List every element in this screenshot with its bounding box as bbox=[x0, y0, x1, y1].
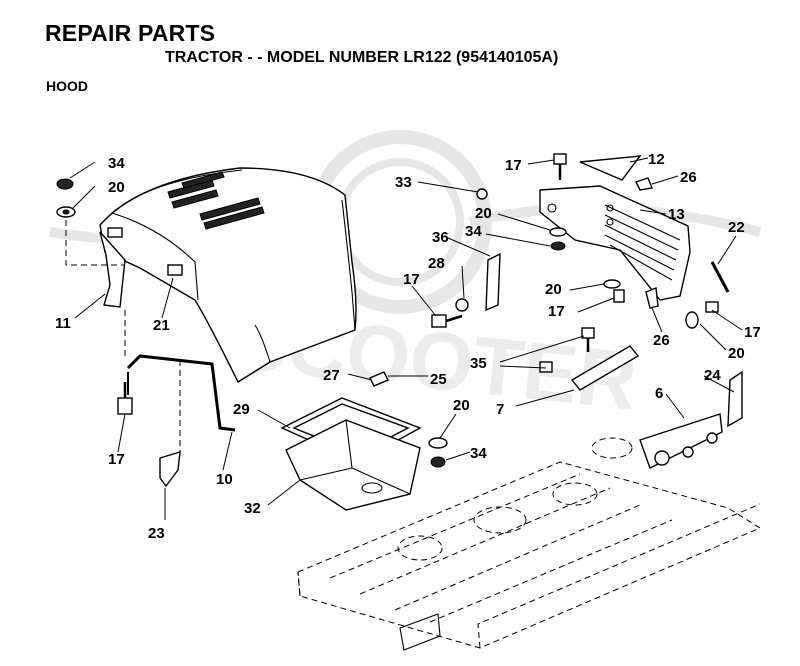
callout-36: 36 bbox=[432, 229, 449, 246]
callout-10: 10 bbox=[216, 471, 233, 488]
callout-33: 33 bbox=[395, 174, 412, 191]
callout-26: 26 bbox=[680, 169, 697, 186]
callout-24: 24 bbox=[704, 367, 721, 384]
callout-17: 17 bbox=[403, 271, 420, 288]
bracket-36 bbox=[485, 252, 501, 312]
nut-28 bbox=[455, 298, 469, 312]
grille-13 bbox=[539, 185, 691, 301]
callout-17: 17 bbox=[108, 451, 125, 468]
callout-21: 21 bbox=[153, 317, 170, 334]
clip-27-25 bbox=[369, 371, 389, 387]
emblem-22 bbox=[710, 261, 730, 293]
bracket-12 bbox=[579, 155, 642, 181]
clip-26-upper bbox=[635, 177, 653, 191]
callout-34: 34 bbox=[108, 155, 125, 172]
callout-35: 35 bbox=[470, 355, 487, 372]
callout-34: 34 bbox=[465, 223, 482, 240]
callout-12: 12 bbox=[648, 151, 665, 168]
page-title: REPAIR PARTS bbox=[45, 20, 216, 46]
callout-20: 20 bbox=[475, 205, 492, 222]
callout-17: 17 bbox=[744, 324, 761, 341]
callout-20: 20 bbox=[728, 345, 745, 362]
section-label: HOOD bbox=[46, 78, 88, 94]
bolt-17-top bbox=[553, 153, 567, 180]
callout-25: 25 bbox=[430, 371, 447, 388]
bolt-17-mid bbox=[431, 314, 463, 328]
callout-6: 6 bbox=[655, 385, 663, 402]
callout-23: 23 bbox=[148, 525, 165, 542]
axle-support-6 bbox=[639, 413, 723, 469]
callout-34: 34 bbox=[470, 445, 487, 462]
washer-20-right bbox=[603, 279, 621, 289]
bracket-23 bbox=[159, 451, 181, 488]
bracket-24 bbox=[727, 370, 743, 428]
hood-part-11 bbox=[99, 167, 357, 384]
bolts-35 bbox=[539, 327, 595, 373]
callouts: 34 20 11 21 17 10 23 27 25 29 20 34 32 3… bbox=[55, 151, 761, 542]
hood-support-rod-10 bbox=[124, 310, 236, 460]
callout-27: 27 bbox=[323, 367, 340, 384]
nut-washer-upper-left bbox=[56, 178, 124, 266]
tractor-frame bbox=[297, 437, 762, 651]
leader-lines bbox=[69, 157, 743, 520]
bolt-17-right-mid bbox=[613, 289, 625, 303]
callout-11: 11 bbox=[55, 315, 71, 332]
model-subtitle: TRACTOR - - MODEL NUMBER LR122 (95414010… bbox=[165, 49, 559, 66]
callout-20: 20 bbox=[545, 281, 562, 298]
washer-nut-20-34 bbox=[549, 227, 567, 251]
bumper-33 bbox=[476, 188, 488, 200]
bolt-washer-17-20-right bbox=[685, 301, 719, 329]
callout-20: 20 bbox=[453, 397, 470, 414]
callout-20: 20 bbox=[108, 179, 125, 196]
bolt-17-left bbox=[117, 382, 133, 415]
callout-28: 28 bbox=[428, 255, 445, 272]
callout-17: 17 bbox=[505, 157, 522, 174]
nut-washer-center bbox=[428, 437, 448, 468]
callout-26: 26 bbox=[653, 332, 670, 349]
callout-13: 13 bbox=[668, 206, 685, 223]
bracket-7 bbox=[570, 345, 640, 391]
callout-7: 7 bbox=[496, 401, 504, 418]
callout-32: 32 bbox=[244, 500, 261, 517]
callout-22: 22 bbox=[728, 219, 745, 236]
clip-26-lower bbox=[645, 287, 659, 309]
callout-29: 29 bbox=[233, 401, 250, 418]
callout-17: 17 bbox=[548, 303, 565, 320]
